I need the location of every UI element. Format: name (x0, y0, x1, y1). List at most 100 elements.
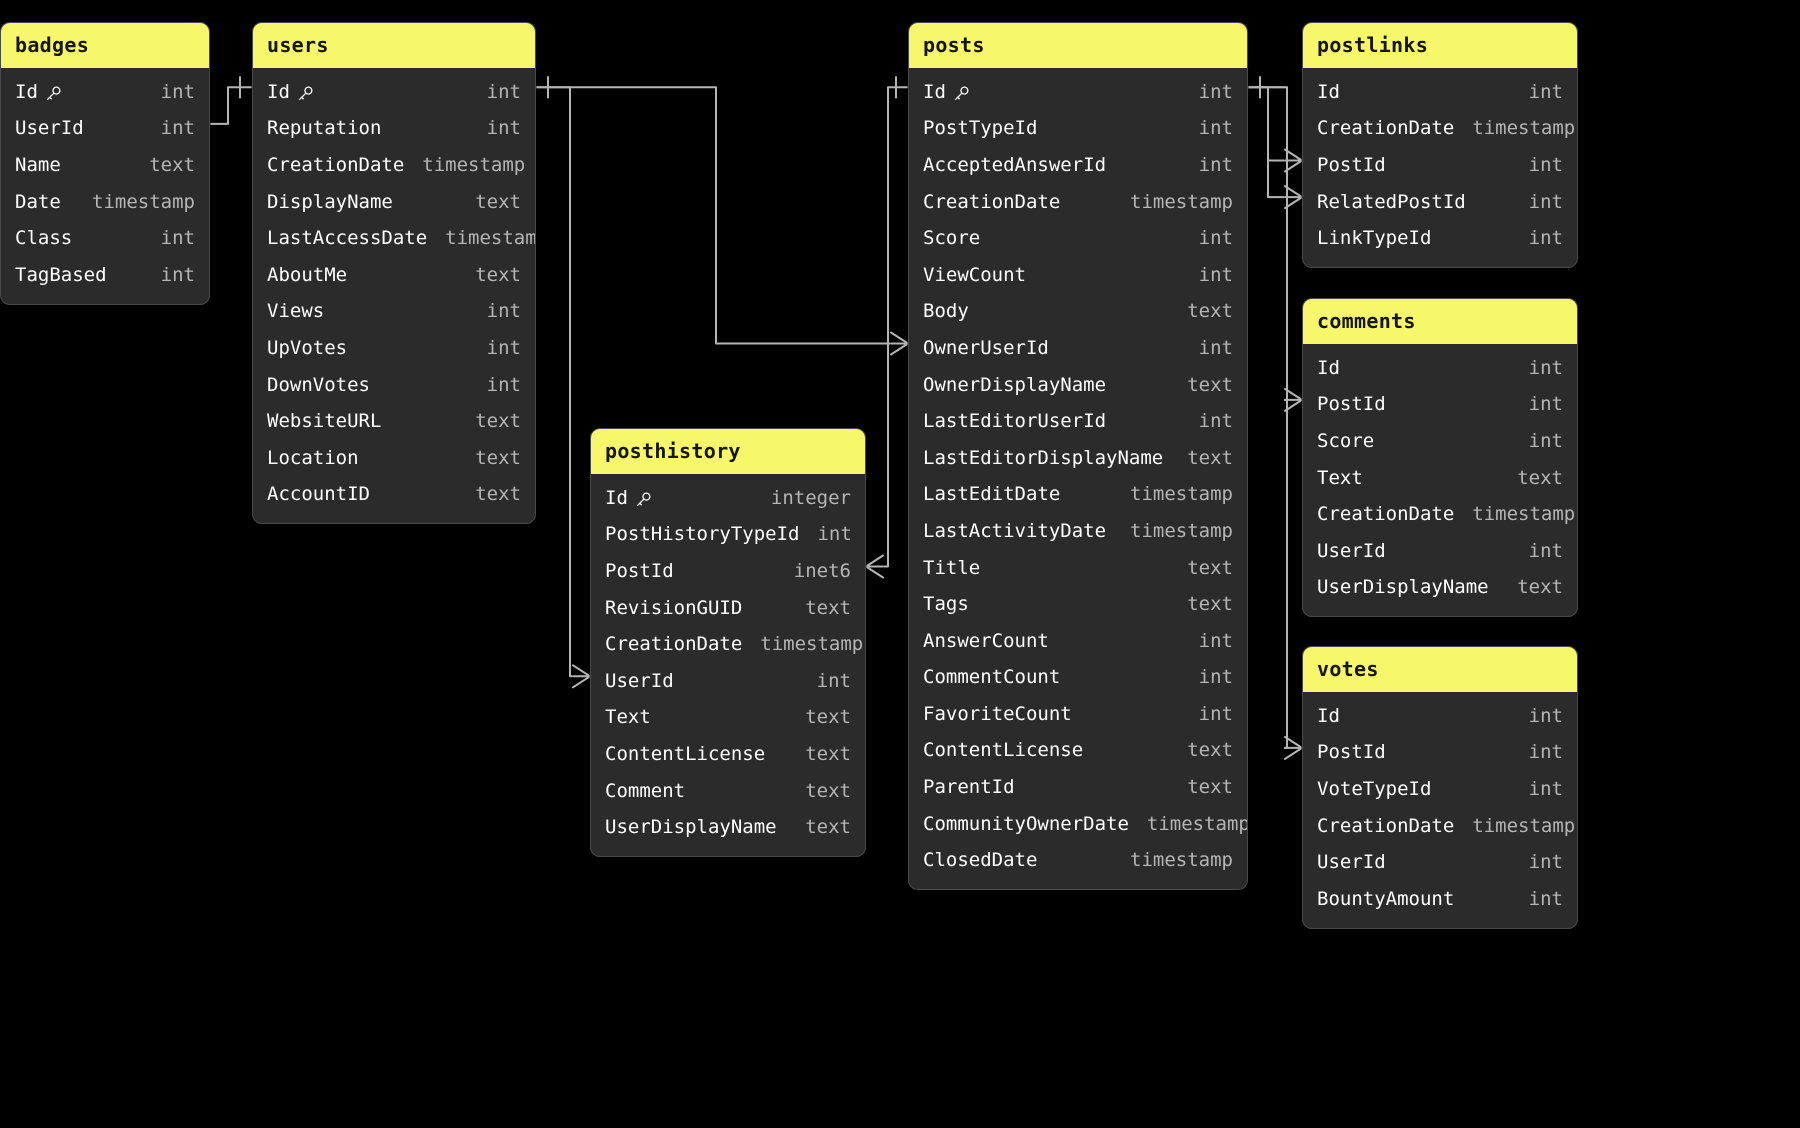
field-name-wrapper: CreationDate (267, 155, 404, 175)
field-type: int (817, 523, 852, 546)
field-type: timestamp (1472, 503, 1576, 526)
field-name-wrapper: Id (605, 488, 652, 508)
field-name: UserId (1317, 539, 1386, 562)
crowfoot-postlinks-relatedpostid (1284, 185, 1303, 210)
field-row[interactable]: PostHistoryTypeId int (591, 517, 865, 554)
field-type: int (486, 300, 521, 323)
field-row[interactable]: LastAccessDatetimestamp (253, 220, 535, 257)
field-type: text (475, 410, 521, 433)
field-name: Id (1317, 356, 1340, 379)
field-name: UserId (15, 117, 84, 140)
field-name: PostId (1317, 153, 1386, 176)
field-name: UserId (1317, 851, 1386, 874)
field-type: text (805, 706, 851, 729)
field-name-wrapper: AcceptedAnswerId (923, 153, 1107, 176)
field-type: text (475, 483, 521, 506)
field-type: int (1198, 666, 1233, 689)
field-name-wrapper: Id (1317, 82, 1340, 102)
field-name-wrapper: PostHistoryTypeId (605, 525, 799, 544)
crowfoot-votes-postid (1284, 735, 1303, 760)
field-name: CreationDate (1317, 814, 1455, 837)
field-name-wrapper: UserId (15, 119, 84, 138)
field-name: AcceptedAnswerId (923, 153, 1107, 176)
field-name-wrapper: Class (15, 229, 72, 248)
